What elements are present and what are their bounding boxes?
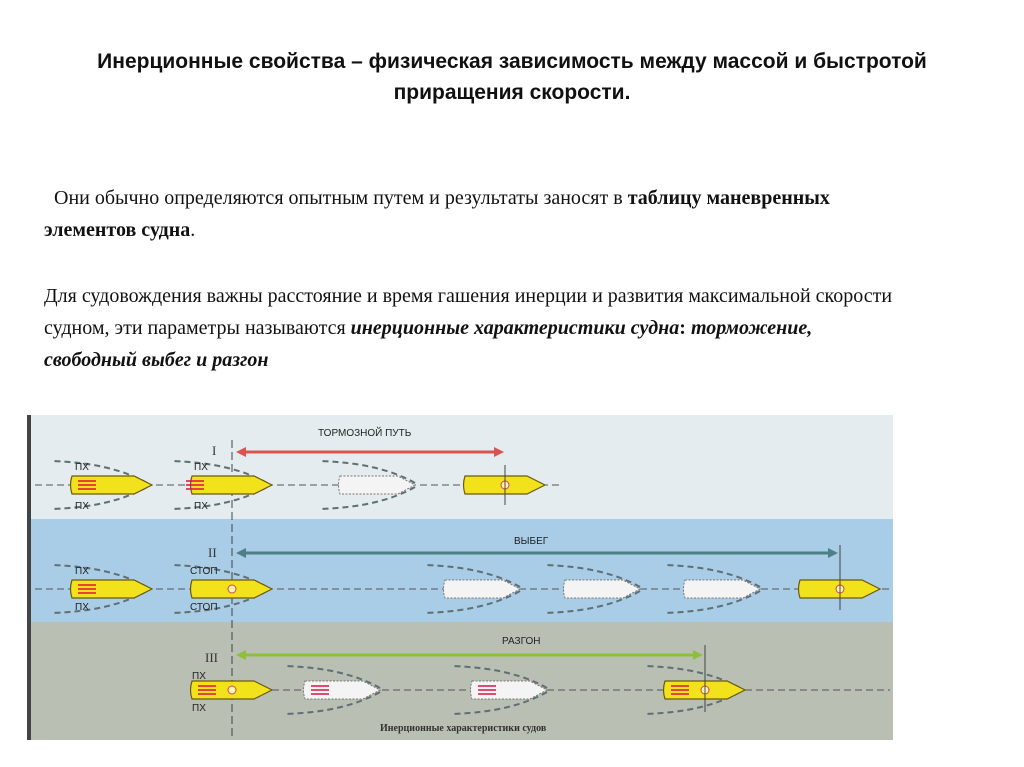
command-label: ПХ xyxy=(75,501,89,512)
row-numeral: III xyxy=(205,650,218,665)
paragraph-2-list: торможение, свободный выбег и разгон xyxy=(44,317,813,371)
command-label: ПХ xyxy=(192,671,206,682)
row-label: ТОРМОЗНОЙ ПУТЬ xyxy=(318,426,412,439)
command-label: ПХ xyxy=(194,462,208,473)
command-label: СТОП xyxy=(190,602,218,613)
row-braking: I ТОРМОЗНОЙ ПУТЬ ПХ ПХ ПХ ПХ xyxy=(35,426,560,512)
paragraph-2-text: Для судовождения важны расстояние и врем… xyxy=(44,285,893,339)
command-label: ПХ xyxy=(192,703,206,714)
row-numeral: II xyxy=(208,545,217,560)
command-label: ПХ xyxy=(75,566,89,577)
paragraph-1-text: Они обычно определяются опытным путем и … xyxy=(54,187,628,209)
paragraph-2-colon: : xyxy=(679,317,691,339)
row-label: РАЗГОН xyxy=(502,636,540,647)
band-acceleration xyxy=(27,622,893,740)
command-label: ПХ xyxy=(75,602,89,613)
command-label: ПХ xyxy=(194,501,208,512)
band-coasting xyxy=(27,519,893,622)
row-label: ВЫБЕГ xyxy=(514,536,549,547)
row-coasting: II ВЫБЕГ ПХ ПХ СТОП СТОП xyxy=(35,536,890,614)
row-acceleration: III РАЗГОН ПХ ПХ xyxy=(189,636,890,715)
command-label: СТОП xyxy=(190,566,218,577)
command-label: ПХ xyxy=(75,462,89,473)
diagram-caption: Инерционные характеристики судов xyxy=(380,723,547,734)
paragraph-2: Для судовождения важны расстояние и врем… xyxy=(44,280,904,376)
row-numeral: I xyxy=(212,443,216,458)
band-braking xyxy=(27,415,893,519)
slide-title: Инерционные свойства – физическая зависи… xyxy=(97,50,927,104)
paragraph-2-term: инерционные характеристики судна xyxy=(350,317,680,339)
paragraph-1: Они обычно определяются опытным путем и … xyxy=(44,182,904,246)
paragraph-1-bold: таблицу маневренных элементов судна xyxy=(44,187,830,241)
paragraph-1-end: . xyxy=(190,219,196,241)
